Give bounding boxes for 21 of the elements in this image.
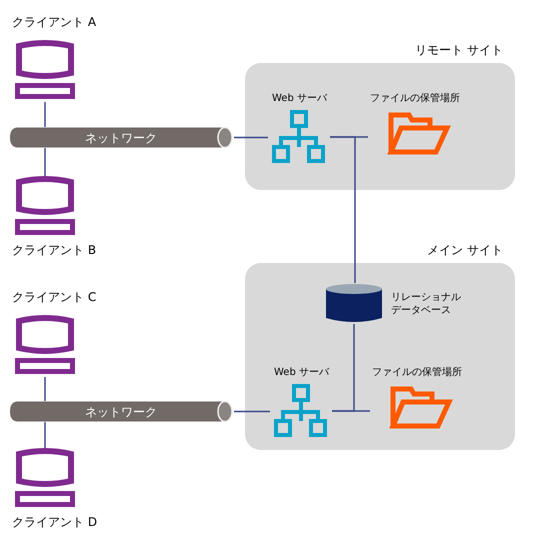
connector-line [44,102,46,127]
site-heading: メイン サイト [427,242,503,259]
pipe-label: ネットワーク [85,130,157,147]
client-label: クライアント D [12,514,98,531]
storage-label: ファイルの保管場所 [372,366,462,379]
client-label: クライアント C [12,289,96,306]
storage-label: ファイルの保管場所 [370,92,460,105]
connector-line [332,410,370,412]
connector-line [44,422,46,448]
database-label: リレーショナルデータベース [391,291,462,317]
connector-line [330,136,356,283]
pipe-label: ネットワーク [85,404,157,421]
client-label: クライアント A [12,14,96,31]
site-heading: リモート サイト [415,42,503,59]
server-label: Web サーバ [274,366,329,379]
connector-line [44,148,46,176]
client-label: クライアント B [12,242,96,259]
server-label: Web サーバ [272,92,327,105]
connector-line [234,410,270,412]
connector-line [234,136,268,138]
connector-line [44,377,46,401]
